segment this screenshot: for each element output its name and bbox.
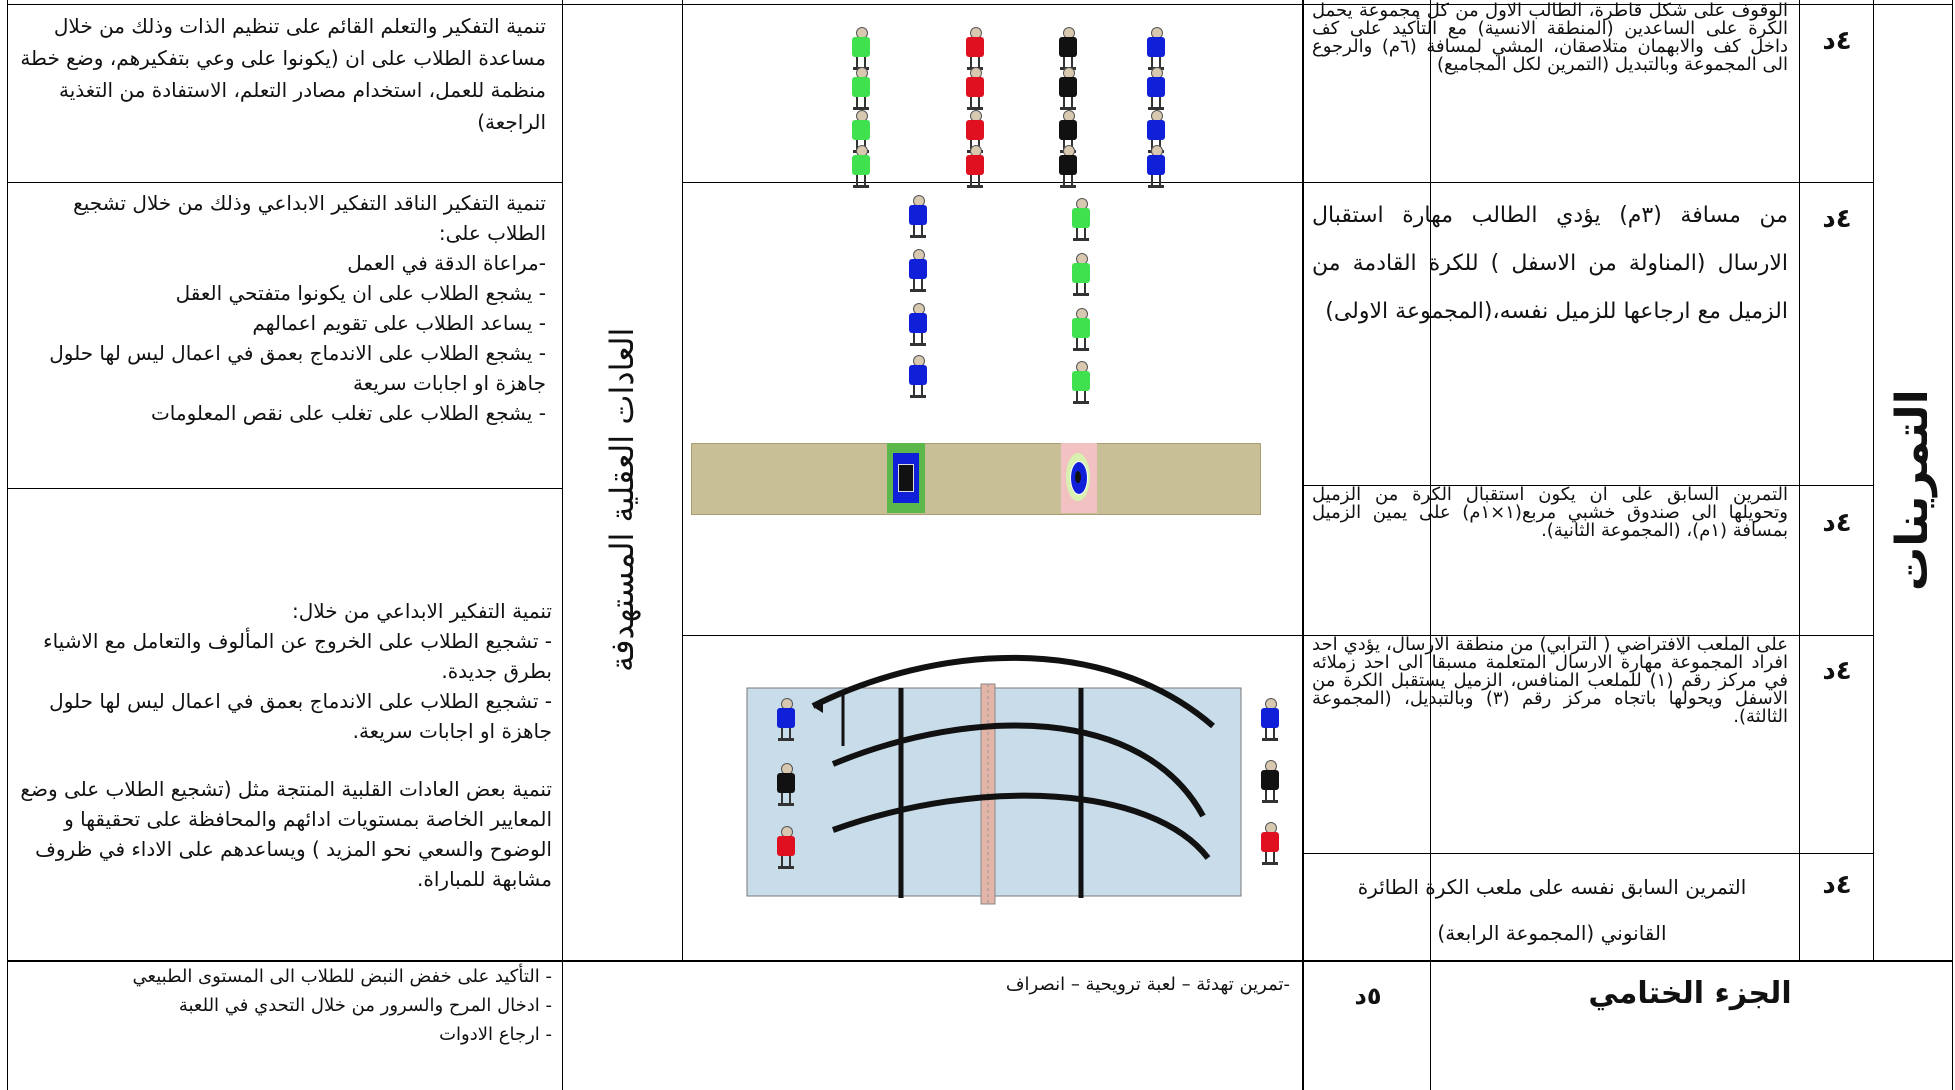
exercise-text: التمرين السابق نفسه على ملعب الكرة الطائ… — [1357, 875, 1747, 945]
player-icon — [1057, 27, 1079, 71]
player-icon — [1145, 67, 1167, 111]
player-icon — [1070, 253, 1092, 297]
player-icon — [964, 145, 986, 189]
player-icon — [907, 249, 929, 293]
goal-line: تنمية بعض العادات القلبية المنتجة مثل (ت… — [20, 777, 552, 891]
player-icon — [850, 67, 872, 111]
goal-line: - تشجيع الطلاب على الخروج عن المألوف وال… — [43, 629, 552, 683]
final-goals: - التأكيد على خفض النبض للطلاب الى المست… — [16, 962, 552, 1049]
player-icon — [1145, 27, 1167, 71]
goal-line: تنمية التفكير الناقد التفكير الابداعي وذ… — [73, 191, 546, 245]
exercise-text: من مسافة (٣م) يؤدي الطالب مهارة استقبال … — [1312, 203, 1788, 324]
final-activity: -تمرين تهدئة – لعبة ترويحية – انصراف — [1005, 974, 1290, 995]
player-icon — [964, 110, 986, 154]
goal-line: تنمية التفكير الابداعي من خلال: — [292, 599, 552, 623]
goal-text: تنمية التفكير والتعلم القائم على تنظيم ا… — [20, 14, 546, 134]
court-diagram — [746, 654, 1242, 905]
player-icon — [1070, 308, 1092, 352]
drill-diagram-2 — [683, 183, 1301, 515]
player-icon — [1145, 145, 1167, 189]
final-goal-line: - ادخال المرح والسرور من خلال التحدي في … — [178, 995, 552, 1016]
goal-line: -مراعاة الدقة في العمل — [347, 251, 546, 275]
exercise-text: الوقوف على شكل قاطرة، الطالب الاول من كل… — [1312, 0, 1789, 75]
player-icon — [1259, 760, 1281, 804]
player-icon — [1070, 361, 1092, 405]
final-title: الجزء الختامي — [1588, 976, 1792, 1011]
goal-line: - يساعد الطلاب على تقويم اعمالهم — [252, 311, 546, 335]
exercise-time: ٤د — [1822, 508, 1852, 538]
final-goal-line: - ارجاع الادوات — [439, 1024, 552, 1045]
exercise-time: ٤د — [1822, 26, 1852, 56]
habits-title: العادات العقلية المستهدفة — [603, 327, 641, 673]
goal-line: - يشجع الطلاب على ان يكونوا متفتحي العقل — [175, 281, 546, 305]
player-icon — [1057, 145, 1079, 189]
player-icon — [907, 303, 929, 347]
player-icon — [907, 195, 929, 239]
goal-list: تنمية التفكير الابداعي من خلال: - تشجيع … — [16, 596, 552, 894]
goal-line: - يشجع الطلاب على الاندماج بعمق في اعمال… — [49, 341, 546, 395]
player-icon — [775, 698, 797, 742]
exercise-time: ٤د — [1822, 656, 1852, 686]
final-time: ٥د — [1354, 982, 1382, 1010]
goal-line: - تشجيع الطلاب على الاندماج بعمق في اعما… — [49, 689, 552, 743]
goal-list: تنمية التفكير الناقد التفكير الابداعي وذ… — [16, 188, 546, 428]
target-dot — [1075, 471, 1081, 483]
player-icon — [964, 27, 986, 71]
section-title: التمرينات — [1887, 389, 1938, 591]
player-icon — [850, 27, 872, 71]
player-icon — [907, 355, 929, 399]
drill-diagram-3 — [683, 636, 1301, 958]
player-icon — [1259, 698, 1281, 742]
ground-strip — [691, 443, 1261, 515]
exercise-time: ٤د — [1822, 204, 1852, 234]
goal-line: - يشجع الطلاب على تغلب على نقص المعلومات — [150, 401, 546, 425]
exercise-time: ٤د — [1822, 870, 1852, 900]
drill-diagram-1 — [683, 5, 1301, 188]
exercise-text: التمرين السابق على ان يكون استقبال الكرة… — [1312, 484, 1788, 541]
exercise-text: على الملعب الافتراضي ( الترابي) من منطقة… — [1312, 634, 1788, 727]
player-icon — [964, 67, 986, 111]
player-icon — [850, 145, 872, 189]
final-goal-line: - التأكيد على خفض النبض للطلاب الى المست… — [132, 966, 552, 987]
player-icon — [1057, 67, 1079, 111]
target-box-core — [898, 464, 914, 492]
player-icon — [775, 763, 797, 807]
player-icon — [1070, 198, 1092, 242]
player-icon — [775, 826, 797, 870]
player-icon — [1259, 822, 1281, 866]
